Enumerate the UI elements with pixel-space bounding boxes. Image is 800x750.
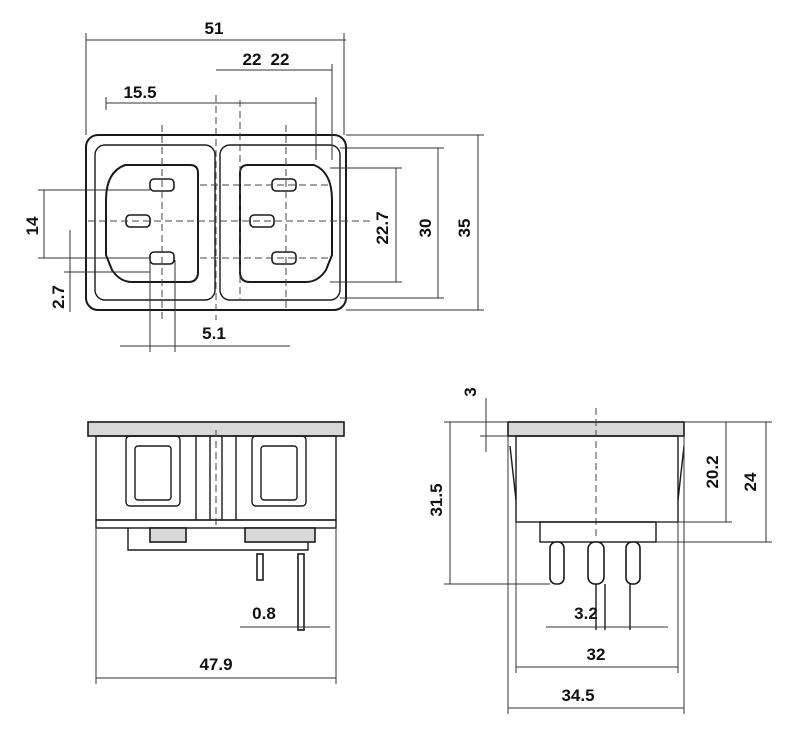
dim-pitch-right: 22 xyxy=(271,50,290,69)
dim-side-body-width: 32 xyxy=(587,645,606,664)
dim-pitch-left: 22 xyxy=(243,50,262,69)
dim-inner-height: 22.7 xyxy=(373,211,392,244)
dim-side-overall-height: 31.5 xyxy=(427,483,446,516)
dim-pin-width: 3.2 xyxy=(574,604,598,623)
front-view-right-window xyxy=(251,435,307,507)
dim-body-height: 30 xyxy=(416,219,435,238)
front-view: 0.8 47.9 xyxy=(87,421,345,684)
side-view-body xyxy=(515,435,679,523)
right-socket-outline xyxy=(239,164,333,283)
top-view: 51 22 22 15.5 14 2.7 5.1 22.7 3 xyxy=(23,19,484,352)
top-view-right-body xyxy=(219,144,341,301)
front-view-base xyxy=(149,527,187,543)
front-view-pin-left xyxy=(256,553,264,581)
dim-overall-width: 51 xyxy=(205,19,224,38)
dim-flange-height: 35 xyxy=(455,219,474,238)
front-view-pin-right xyxy=(297,553,305,631)
dim-side-flange-height: 24 xyxy=(741,472,760,491)
side-view-pin-right xyxy=(625,541,641,585)
dim-pin-spacing: 14 xyxy=(23,216,42,235)
dim-flange-thickness: 3 xyxy=(461,387,480,396)
side-view: 3 31.5 20.2 24 3.2 32 34.5 xyxy=(427,387,772,714)
dim-pin-gap: 5.1 xyxy=(202,324,226,343)
dim-front-overall-width: 47.9 xyxy=(199,655,232,674)
dim-offset: 15.5 xyxy=(123,83,156,102)
right-socket-pin-middle xyxy=(249,214,275,228)
side-view-pin-center xyxy=(587,541,605,585)
side-view-base xyxy=(539,521,657,543)
dim-side-body-height: 20.2 xyxy=(703,455,722,488)
front-view-left-window xyxy=(125,435,181,507)
dim-pin-offset: 2.7 xyxy=(49,285,68,309)
top-view-left-body xyxy=(94,144,216,301)
dim-side-flange-width: 34.5 xyxy=(561,686,594,705)
side-view-pin-left xyxy=(549,541,565,585)
dim-pin-thickness: 0.8 xyxy=(252,604,276,623)
